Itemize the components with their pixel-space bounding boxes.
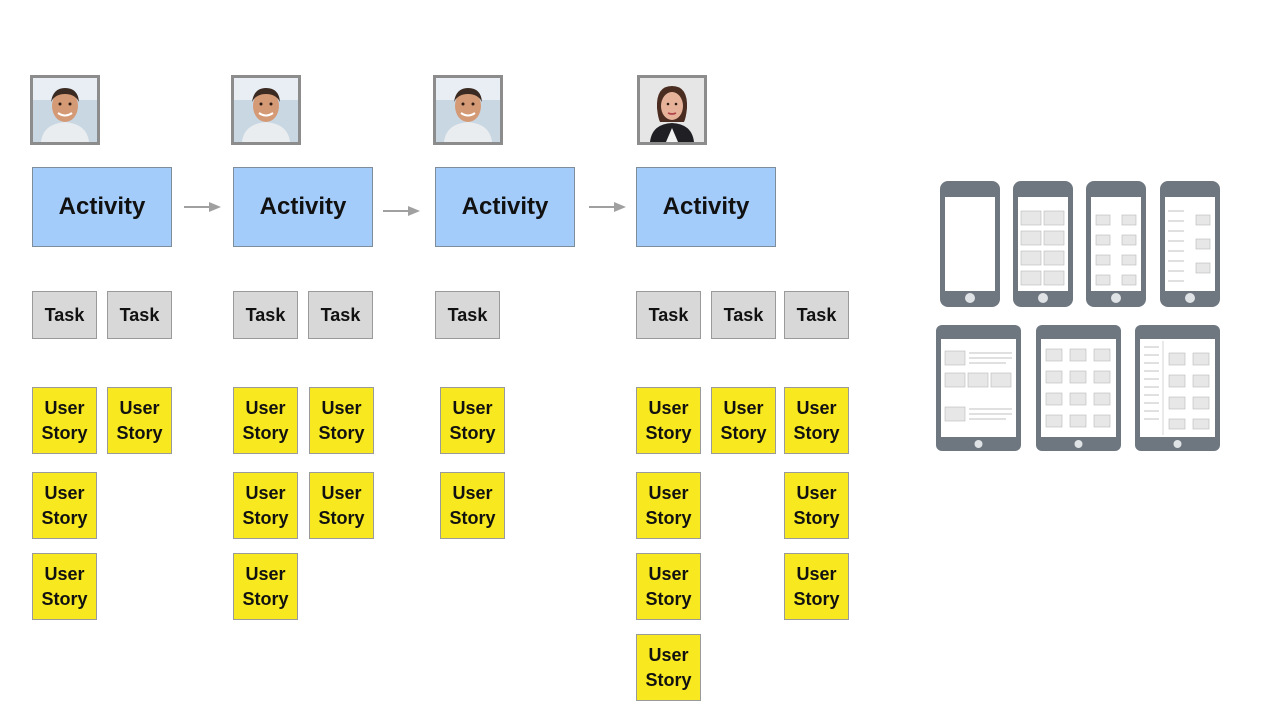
story-line-2: Story [41, 507, 88, 528]
story-line-2: Story [318, 422, 365, 443]
phone-grid-screen-icon [1086, 181, 1146, 307]
story-line-1: User [723, 397, 764, 418]
story-line-2: Story [793, 422, 840, 443]
persona-avatar-3 [433, 75, 503, 145]
story-line-2: Story [41, 588, 88, 609]
story-line-1: User [452, 397, 493, 418]
flow-arrow-icon [184, 202, 221, 212]
story-line-2: Story [116, 422, 163, 443]
story-line-2: Story [793, 507, 840, 528]
story-line-2: Story [645, 669, 692, 690]
persona-avatar-4 [637, 75, 707, 145]
story-line-1: User [321, 482, 362, 503]
story-line-1: User [44, 563, 85, 584]
story-line-2: Story [793, 588, 840, 609]
story-line-1: User [44, 397, 85, 418]
story-line-2: Story [318, 507, 365, 528]
task-card: Task [784, 291, 849, 339]
male-user-photo-icon [234, 78, 298, 142]
phone-list-screen-icon [1160, 181, 1220, 307]
story-line-2: Story [645, 588, 692, 609]
story-line-2: Story [41, 422, 88, 443]
activity-box-4: Activity [636, 167, 776, 247]
flow-arrow-icon [589, 202, 626, 212]
tablet-list-screen-icon [936, 325, 1021, 451]
female-user-photo-icon [640, 78, 704, 142]
story-line-2: Story [645, 422, 692, 443]
activity-box-3: Activity [435, 167, 575, 247]
story-line-1: User [119, 397, 160, 418]
task-card: Task [435, 291, 500, 339]
tablet-grid-screen-icon [1036, 325, 1121, 451]
story-line-1: User [245, 563, 286, 584]
task-card: Task [107, 291, 172, 339]
story-line-2: Story [242, 507, 289, 528]
story-line-2: Story [242, 588, 289, 609]
story-line-1: User [648, 397, 689, 418]
story-line-2: Story [645, 507, 692, 528]
flow-arrow-icon [383, 206, 420, 216]
story-line-1: User [44, 482, 85, 503]
story-line-2: Story [242, 422, 289, 443]
story-line-1: User [648, 644, 689, 665]
persona-avatar-1 [30, 75, 100, 145]
male-user-photo-icon [33, 78, 97, 142]
activity-box-2: Activity [233, 167, 373, 247]
task-card: Task [32, 291, 97, 339]
male-user-photo-icon [436, 78, 500, 142]
story-line-2: Story [449, 422, 496, 443]
activity-box-1: Activity [32, 167, 172, 247]
task-card: Task [636, 291, 701, 339]
story-line-2: Story [720, 422, 767, 443]
story-line-1: User [452, 482, 493, 503]
story-line-1: User [245, 482, 286, 503]
phone-grid-screen-icon [1013, 181, 1073, 307]
story-line-1: User [796, 397, 837, 418]
story-line-1: User [648, 482, 689, 503]
story-line-1: User [245, 397, 286, 418]
task-card: Task [233, 291, 298, 339]
story-line-1: User [321, 397, 362, 418]
task-card: Task [308, 291, 373, 339]
persona-avatar-2 [231, 75, 301, 145]
story-line-1: User [648, 563, 689, 584]
story-line-1: User [796, 482, 837, 503]
phone-blank-screen-icon [940, 181, 1000, 307]
story-line-2: Story [449, 507, 496, 528]
task-card: Task [711, 291, 776, 339]
story-line-1: User [796, 563, 837, 584]
tablet-list-grid-screen-icon [1135, 325, 1220, 451]
